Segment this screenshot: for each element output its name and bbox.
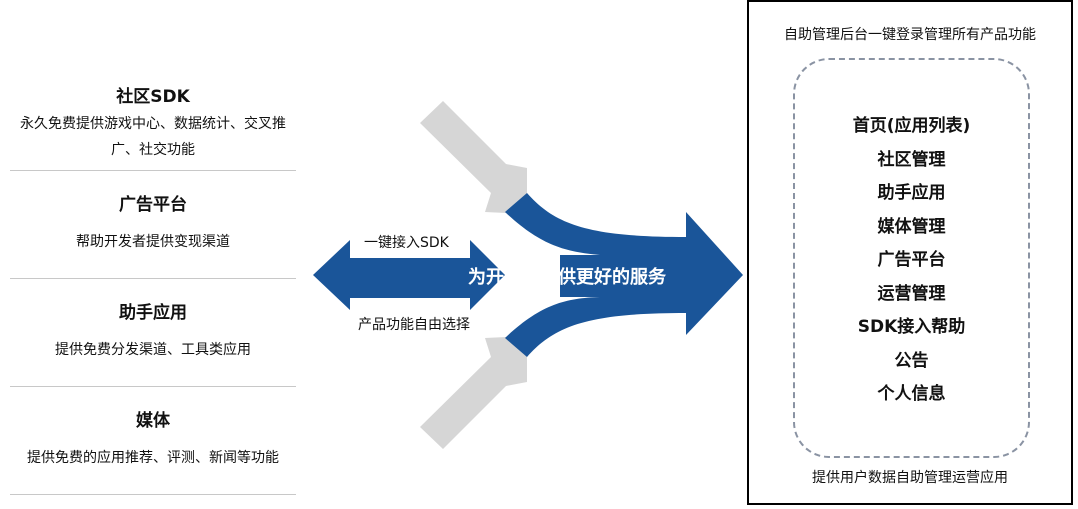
admin-box-footer: 提供用户数据自助管理运营应用 bbox=[812, 470, 1008, 486]
left-item-ad-platform: 广告平台 帮助开发者提供变现渠道 bbox=[10, 190, 296, 279]
menu-item-community: 社区管理 bbox=[877, 149, 946, 170]
menu-item-ads: 广告平台 bbox=[877, 250, 946, 270]
admin-panel-box: 自助管理后台一键登录管理所有产品功能 首页(应用列表) 社区管理 助手应用 媒体… bbox=[747, 0, 1073, 505]
double-arrow bbox=[313, 240, 505, 310]
gray-arrow-top bbox=[420, 101, 527, 214]
item-desc: 永久免费提供游戏中心、数据统计、交叉推广、社交功能 bbox=[20, 116, 286, 158]
item-title: 社区SDK bbox=[116, 87, 190, 107]
menu-dashed-frame: 首页(应用列表) 社区管理 助手应用 媒体管理 广告平台 运营管理 SDK接入帮… bbox=[793, 58, 1030, 458]
left-item-community-sdk: 社区SDK 永久免费提供游戏中心、数据统计、交叉推广、社交功能 bbox=[10, 82, 296, 171]
top-label: 一键接入SDK bbox=[364, 235, 449, 251]
item-title: 助手应用 bbox=[119, 303, 187, 323]
admin-menu: 首页(应用列表) 社区管理 助手应用 媒体管理 广告平台 运营管理 SDK接入帮… bbox=[795, 110, 1028, 412]
item-title: 广告平台 bbox=[119, 195, 187, 215]
item-desc: 提供免费分发渠道、工具类应用 bbox=[55, 342, 251, 358]
admin-box-title: 自助管理后台一键登录管理所有产品功能 bbox=[784, 27, 1036, 43]
merge-arrow bbox=[505, 193, 743, 357]
item-title: 媒体 bbox=[136, 411, 170, 431]
menu-item-media: 媒体管理 bbox=[877, 216, 946, 237]
menu-item-profile: 个人信息 bbox=[877, 384, 946, 404]
item-desc: 提供免费的应用推荐、评测、新闻等功能 bbox=[27, 450, 279, 466]
menu-item-sdk-help: SDK接入帮助 bbox=[857, 317, 966, 337]
menu-item-notice: 公告 bbox=[894, 350, 929, 371]
gray-arrow-bottom bbox=[420, 336, 527, 449]
arrow-text: 为开发者提供更好的服务 bbox=[468, 267, 666, 288]
menu-item-assistant: 助手应用 bbox=[877, 183, 946, 203]
menu-item-home: 首页(应用列表) bbox=[852, 116, 971, 136]
left-item-assistant-app: 助手应用 提供免费分发渠道、工具类应用 bbox=[10, 298, 296, 387]
left-item-media: 媒体 提供免费的应用推荐、评测、新闻等功能 bbox=[10, 406, 296, 495]
bottom-label: 产品功能自由选择 bbox=[358, 317, 470, 333]
menu-item-operations: 运营管理 bbox=[877, 283, 946, 304]
item-desc: 帮助开发者提供变现渠道 bbox=[76, 234, 230, 250]
